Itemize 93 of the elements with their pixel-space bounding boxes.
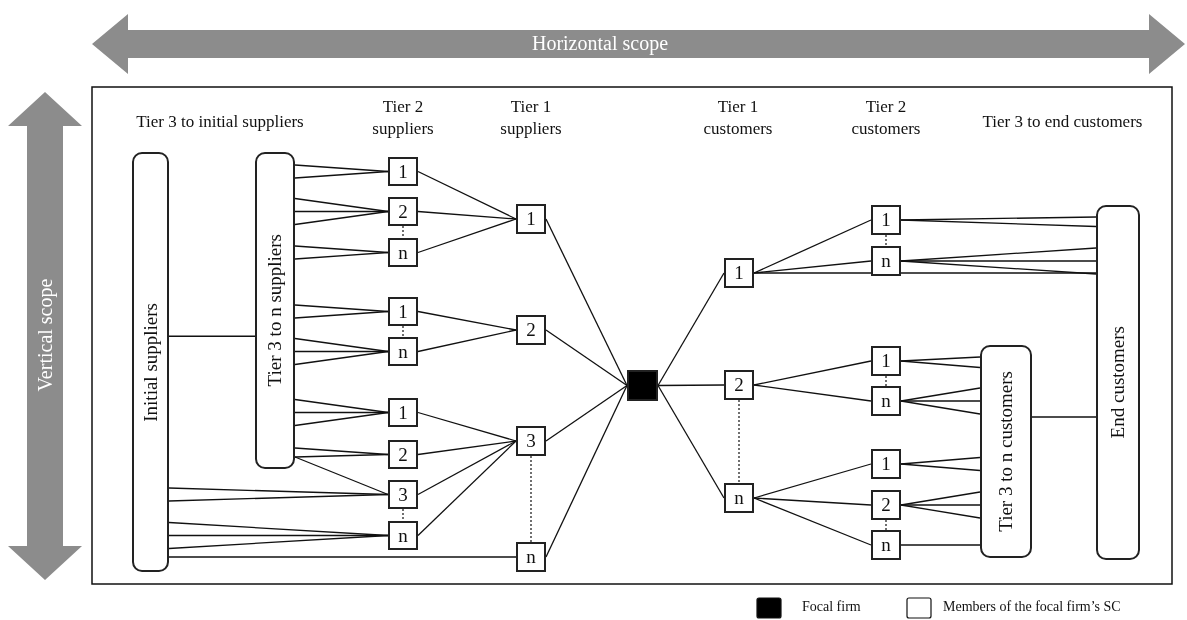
connector-line bbox=[753, 272, 1097, 274]
dotted-line bbox=[885, 519, 887, 531]
connector-line bbox=[657, 384, 725, 387]
tier-group-box: Tier 3 to n suppliers bbox=[255, 152, 295, 469]
column-heading: Tier 3 to end customers bbox=[981, 111, 1144, 133]
connector-line bbox=[545, 329, 628, 387]
member-box: n bbox=[516, 542, 546, 572]
dotted-line bbox=[738, 399, 740, 484]
dotted-line bbox=[402, 508, 404, 522]
connector-line bbox=[900, 260, 1097, 275]
connector-line bbox=[417, 218, 517, 254]
connector-line bbox=[900, 544, 981, 546]
connector-line bbox=[753, 360, 872, 386]
member-box: n bbox=[871, 530, 901, 560]
member-box: n bbox=[388, 238, 418, 267]
connector-line bbox=[294, 453, 389, 458]
connector-line bbox=[294, 350, 389, 366]
column-heading: Tier 2 customers bbox=[850, 96, 922, 141]
connector-line bbox=[294, 411, 389, 427]
connector-line bbox=[294, 398, 389, 414]
connector-line bbox=[294, 337, 389, 353]
connector-line bbox=[753, 384, 872, 402]
member-box: n bbox=[388, 521, 418, 550]
member-box: 3 bbox=[388, 480, 418, 509]
tier-group-box: Tier 3 to n customers bbox=[980, 345, 1032, 558]
member-box: 2 bbox=[871, 490, 901, 520]
dotted-line bbox=[530, 455, 532, 543]
connector-line bbox=[294, 310, 389, 319]
member-box: 3 bbox=[516, 426, 546, 456]
connector-line bbox=[900, 360, 981, 369]
legend-text: Focal firm bbox=[802, 599, 861, 615]
dotted-line bbox=[885, 375, 887, 387]
scope-label: Vertical scope bbox=[33, 277, 58, 394]
tier-group-box: Initial suppliers bbox=[132, 152, 169, 572]
member-box: 1 bbox=[388, 398, 418, 427]
focal-firm-square bbox=[627, 370, 658, 401]
dotted-line bbox=[885, 234, 887, 247]
member-box: n bbox=[871, 246, 901, 276]
legend-text: Members of the focal firm’s SC bbox=[943, 599, 1121, 615]
connector-line bbox=[900, 456, 981, 465]
member-box: 1 bbox=[388, 157, 418, 186]
member-box: 1 bbox=[871, 449, 901, 479]
member-box: 1 bbox=[871, 346, 901, 376]
column-heading: Tier 2 suppliers bbox=[371, 96, 435, 141]
connector-line bbox=[900, 219, 1097, 228]
connector-line bbox=[417, 440, 517, 456]
connector-line bbox=[417, 411, 517, 442]
connector-line bbox=[657, 272, 725, 387]
connector-line bbox=[417, 440, 517, 496]
connector-line bbox=[294, 197, 389, 213]
connector-line bbox=[294, 456, 389, 496]
member-box: 2 bbox=[724, 370, 754, 400]
dotted-line bbox=[402, 325, 404, 338]
connector-line bbox=[545, 384, 628, 442]
connector-line bbox=[294, 210, 389, 226]
connector-line bbox=[900, 400, 981, 415]
scope-label: Horizontal scope bbox=[530, 31, 670, 56]
connector-line bbox=[168, 556, 517, 558]
connector-line bbox=[900, 356, 981, 362]
member-box: 1 bbox=[871, 205, 901, 235]
connector-line bbox=[900, 260, 1097, 262]
member-box: 1 bbox=[388, 297, 418, 326]
column-heading: Tier 1 suppliers bbox=[499, 96, 563, 141]
connector-line bbox=[545, 218, 628, 387]
connector-line bbox=[294, 170, 389, 179]
column-heading: Tier 1 customers bbox=[702, 96, 774, 141]
connector-line bbox=[417, 170, 517, 220]
member-box: n bbox=[871, 386, 901, 416]
connector-line bbox=[417, 329, 517, 353]
connector-line bbox=[168, 534, 389, 550]
connector-line bbox=[900, 463, 981, 472]
connector-line bbox=[168, 493, 389, 502]
member-box: 2 bbox=[388, 440, 418, 469]
connector-line bbox=[417, 440, 517, 537]
dotted-line bbox=[402, 225, 404, 239]
member-box: 2 bbox=[516, 315, 546, 345]
connector-line bbox=[657, 384, 725, 499]
connector-line bbox=[753, 497, 872, 506]
member-box: 1 bbox=[724, 258, 754, 288]
tier-group-box: End customers bbox=[1096, 205, 1140, 560]
connector-line bbox=[168, 335, 256, 337]
connector-line bbox=[294, 251, 389, 260]
connector-line bbox=[417, 310, 517, 331]
column-heading: Tier 3 to initial suppliers bbox=[135, 111, 305, 133]
member-box: 2 bbox=[388, 197, 418, 226]
connector-line bbox=[417, 210, 517, 220]
connector-line bbox=[753, 219, 872, 274]
member-box: n bbox=[388, 337, 418, 366]
connector-line bbox=[753, 497, 872, 546]
member-box: n bbox=[724, 483, 754, 513]
connector-line bbox=[900, 504, 981, 519]
connector-line bbox=[1031, 416, 1097, 418]
member-box: 1 bbox=[516, 204, 546, 234]
